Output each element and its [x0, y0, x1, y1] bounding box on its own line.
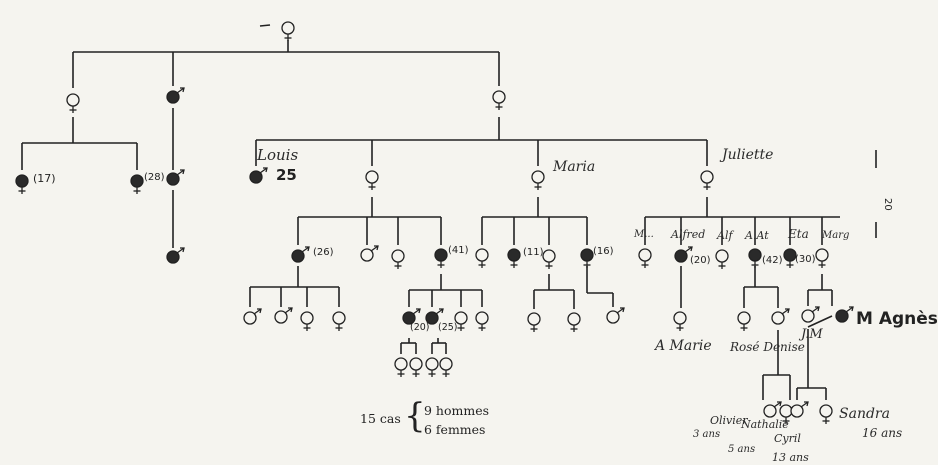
male-symbol	[360, 245, 379, 262]
female-symbol	[638, 248, 652, 268]
label-anne-marie: A Marie	[653, 338, 712, 354]
label-marg: Marg	[821, 230, 849, 241]
female-symbol	[715, 249, 729, 269]
pedigree-lines	[21, 24, 877, 400]
label-aat: A.At	[744, 229, 769, 242]
label-nathalie: Nathalie	[740, 418, 789, 431]
affected-female-symbol	[15, 174, 29, 194]
affected-male-symbol	[674, 246, 693, 263]
label-41: (41)	[448, 245, 469, 256]
female-symbol	[281, 21, 295, 41]
pen-mark	[259, 24, 271, 27]
label-louis: Louis	[256, 146, 298, 164]
label-sandra-age: 16 ans	[862, 426, 902, 440]
legend-brace: {	[404, 396, 426, 436]
male-symbol	[274, 307, 293, 324]
female-symbol	[454, 311, 468, 331]
female-symbol	[365, 170, 379, 190]
men-count: 9 hommes	[424, 403, 490, 418]
label-jm: J.M	[798, 327, 823, 342]
female-symbol	[542, 249, 556, 269]
label-26: (26)	[313, 247, 334, 258]
male-symbol	[763, 401, 782, 418]
female-symbol	[567, 312, 581, 332]
female-symbol	[394, 357, 408, 377]
label-28: (28)	[144, 172, 165, 183]
label-20: (20)	[410, 322, 430, 333]
label-42: (42)	[762, 255, 783, 266]
pedigree-symbols	[15, 21, 854, 424]
label-nathalie-age: 5 ans	[728, 444, 755, 455]
male-symbol	[771, 308, 790, 325]
affected-female-symbol	[748, 248, 762, 268]
male-symbol	[606, 307, 625, 324]
label-rose-denise: Rosé Denise	[729, 340, 805, 354]
label-25: (25)	[438, 322, 458, 333]
female-symbol	[409, 357, 423, 377]
label-sandra: Sandra	[839, 406, 890, 422]
female-symbol	[475, 248, 489, 268]
label-16: (16)	[593, 246, 614, 257]
female-symbol	[300, 311, 314, 331]
female-symbol	[492, 90, 506, 110]
affected-female-symbol	[507, 248, 521, 268]
female-symbol	[425, 357, 439, 377]
female-symbol	[332, 311, 346, 331]
label-juliette: Juliette	[719, 147, 773, 163]
affected-male-symbol	[166, 87, 185, 104]
female-symbol	[673, 311, 687, 331]
label-11: (11)	[523, 247, 544, 258]
male-symbol	[801, 306, 820, 323]
label-cyril: Cyril	[774, 432, 801, 445]
affected-female-symbol	[434, 248, 448, 268]
female-symbol	[439, 357, 453, 377]
affected-male-symbol	[291, 246, 310, 263]
label-17: (17)	[33, 172, 56, 185]
female-symbol	[700, 170, 714, 190]
label-alfred: Alfred	[670, 228, 705, 241]
female-symbol	[475, 311, 489, 331]
label-m: M...	[633, 229, 654, 240]
affected-male-symbol	[166, 169, 185, 186]
affected-female-symbol	[130, 174, 144, 194]
scale-mark: 20	[882, 198, 893, 211]
female-symbol	[737, 311, 751, 331]
label-maria: Maria	[552, 159, 595, 175]
label-eta: Eta	[787, 227, 809, 241]
cases-count: 15 cas	[360, 411, 401, 426]
affected-male-symbol	[425, 308, 444, 325]
pedigree-line	[807, 315, 833, 328]
male-symbol	[243, 308, 262, 325]
affected-male-symbol	[249, 167, 268, 184]
label-cyril-age: 13 ans	[772, 451, 809, 464]
label-20-alfred: (20)	[690, 255, 711, 266]
female-symbol	[66, 93, 80, 113]
female-symbol	[527, 312, 541, 332]
label-age-25: 25	[276, 166, 297, 184]
female-symbol	[815, 248, 829, 268]
label-m-agnes: M Agnès	[856, 309, 938, 329]
affected-male-symbol	[835, 306, 854, 323]
female-symbol	[391, 249, 405, 269]
female-symbol	[531, 170, 545, 190]
women-count: 6 femmes	[424, 422, 486, 437]
affected-female-symbol	[580, 248, 594, 268]
label-alf: Alf	[716, 229, 734, 242]
male-symbol	[790, 401, 809, 418]
affected-female-symbol	[783, 248, 797, 268]
label-30: (30)	[795, 254, 816, 265]
affected-male-symbol	[166, 247, 185, 264]
female-symbol	[819, 404, 833, 424]
affected-male-symbol	[402, 308, 421, 325]
label-olivier-age: 3 ans	[693, 429, 720, 440]
label-olivier: Olivier	[710, 414, 748, 427]
